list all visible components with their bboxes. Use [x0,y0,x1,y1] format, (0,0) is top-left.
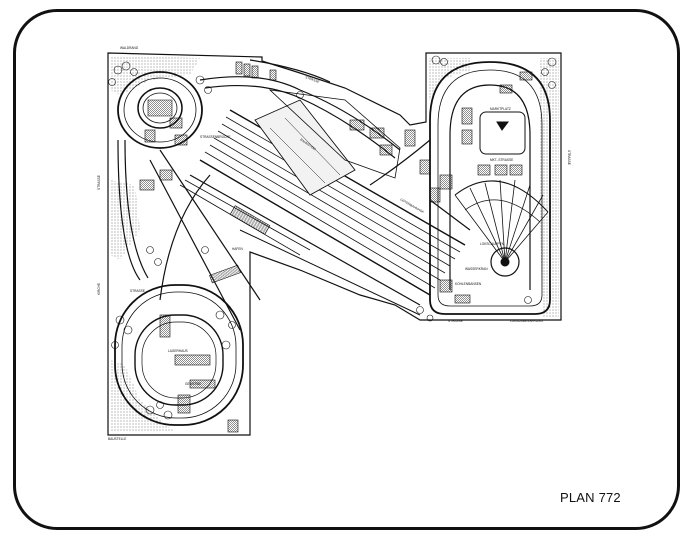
label-lokausbesserung: LOKAUSBESSERUNG [510,319,543,323]
trees [108,55,557,420]
plan-number-label: PLAN 772 [560,490,621,505]
buildings [139,61,533,433]
loop-right-side [429,61,551,315]
station-yard-tracks [179,109,466,316]
label-kohlenbansen: KOHLENBANSEN [455,282,482,286]
baseboard-outline [107,52,562,436]
label-markt-strasse: MKT.-STRASSE [490,158,513,162]
label-strassenbrucke: STRASSENBRÜCKE [200,135,230,139]
label-strasse-left: STRASSE [97,175,101,190]
label-strasse-bottom: STRASSE [448,319,463,323]
label-lagerhaus: LAGERHAUS [168,349,188,353]
label-wasserkran: WASSERKRAN [465,267,488,271]
turntable-roundhouse [454,179,549,277]
label-marktplatz: MARKTPLATZ [490,107,511,111]
label-baustelle: BAUSTELLE [108,437,126,441]
scenery-bottom-left [110,360,175,432]
label-kirche: KIRCHE [97,283,101,295]
market-square [479,111,526,155]
helix-loop-top-left [117,71,203,149]
station-building [254,89,401,196]
scenery-top-left [110,56,200,95]
label-waldrand: WALDRAND [120,46,139,50]
label-lokschuppen: LOKSCHUPPEN [480,242,505,246]
label-strasse-mid: STRASSE [130,289,145,293]
label-gewerbe: GEWERBE [185,382,201,386]
label-strasse-right: STRASSE [567,150,571,165]
label-hafen: HAFEN [232,247,244,251]
scenery-town-right [428,58,470,100]
scenery-mid-left [110,180,140,260]
connecting-tracks [117,59,471,331]
label-strasse-top: STRASSE [305,75,320,84]
